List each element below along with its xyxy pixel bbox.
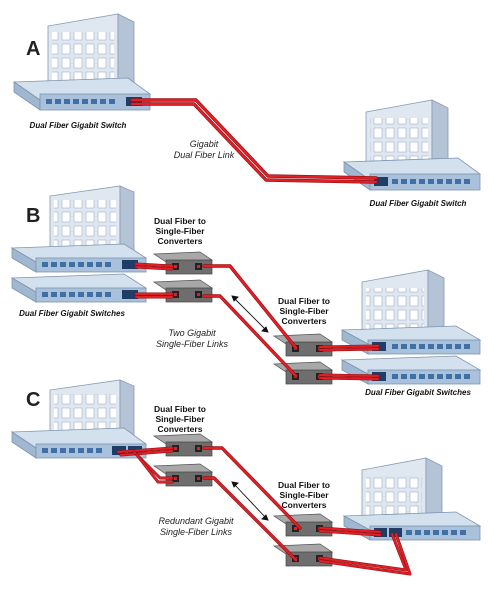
double-arrow-icon bbox=[231, 481, 269, 521]
fiber-patch bbox=[318, 344, 380, 381]
switch-icon bbox=[340, 325, 482, 355]
link-label-line2: Single-Fiber Links bbox=[160, 527, 233, 537]
right-switches-label: Dual Fiber Gigabit Switches bbox=[365, 388, 471, 397]
switch-icon bbox=[340, 355, 482, 385]
converter-icon bbox=[272, 361, 334, 385]
right-converters-label-line2: Single-Fiber bbox=[279, 490, 329, 500]
section-b: B bbox=[10, 185, 482, 397]
converter-icon bbox=[272, 333, 334, 357]
fiber-patch bbox=[116, 446, 174, 484]
switch-icon bbox=[12, 77, 152, 111]
left-converters-label-line1: Dual Fiber to bbox=[154, 216, 206, 226]
single-fiber-link bbox=[202, 446, 302, 562]
section-a-letter: A bbox=[26, 38, 40, 60]
link-label-line1: Redundant Gigabit bbox=[158, 516, 234, 526]
right-converters-label-line3: Converters bbox=[282, 500, 327, 510]
switch-icon bbox=[342, 157, 482, 191]
left-converters-label-line1: Dual Fiber to bbox=[154, 404, 206, 414]
right-switch-label: Dual Fiber Gigabit Switch bbox=[370, 199, 467, 208]
section-c-letter: C bbox=[26, 389, 40, 411]
fiber-patch bbox=[318, 526, 412, 576]
section-a: A bbox=[12, 13, 482, 208]
double-arrow-icon bbox=[231, 295, 269, 333]
converter-icon bbox=[152, 279, 214, 303]
right-converters-label-line1: Dual Fiber to bbox=[278, 480, 330, 490]
converter-icon bbox=[152, 251, 214, 275]
converter-icon bbox=[152, 463, 214, 487]
fiber-patch bbox=[134, 262, 174, 299]
single-fiber-link bbox=[202, 264, 298, 378]
switch-icon bbox=[342, 511, 482, 541]
right-converters-label-line1: Dual Fiber to bbox=[278, 296, 330, 306]
section-c: C bbox=[10, 379, 482, 576]
right-converters-label-line2: Single-Fiber bbox=[279, 306, 329, 316]
left-converters-label-line2: Single-Fiber bbox=[155, 226, 205, 236]
link-label-line2: Dual Fiber Link bbox=[174, 150, 235, 160]
left-switches-label: Dual Fiber Gigabit Switches bbox=[19, 309, 125, 318]
right-converters-label-line3: Converters bbox=[282, 316, 327, 326]
link-label-line1: Gigabit bbox=[190, 139, 219, 149]
left-converters-label-line3: Converters bbox=[158, 424, 203, 434]
left-converters-label-line3: Converters bbox=[158, 236, 203, 246]
link-label-line1: Two Gigabit bbox=[168, 328, 216, 338]
link-label-line2: Single-Fiber Links bbox=[156, 339, 229, 349]
switch-icon bbox=[10, 243, 148, 273]
left-switch-label: Dual Fiber Gigabit Switch bbox=[30, 121, 127, 130]
left-converters-label-line2: Single-Fiber bbox=[155, 414, 205, 424]
switch-icon bbox=[10, 273, 148, 303]
dual-fiber-link bbox=[130, 98, 378, 184]
section-b-letter: B bbox=[26, 205, 40, 227]
